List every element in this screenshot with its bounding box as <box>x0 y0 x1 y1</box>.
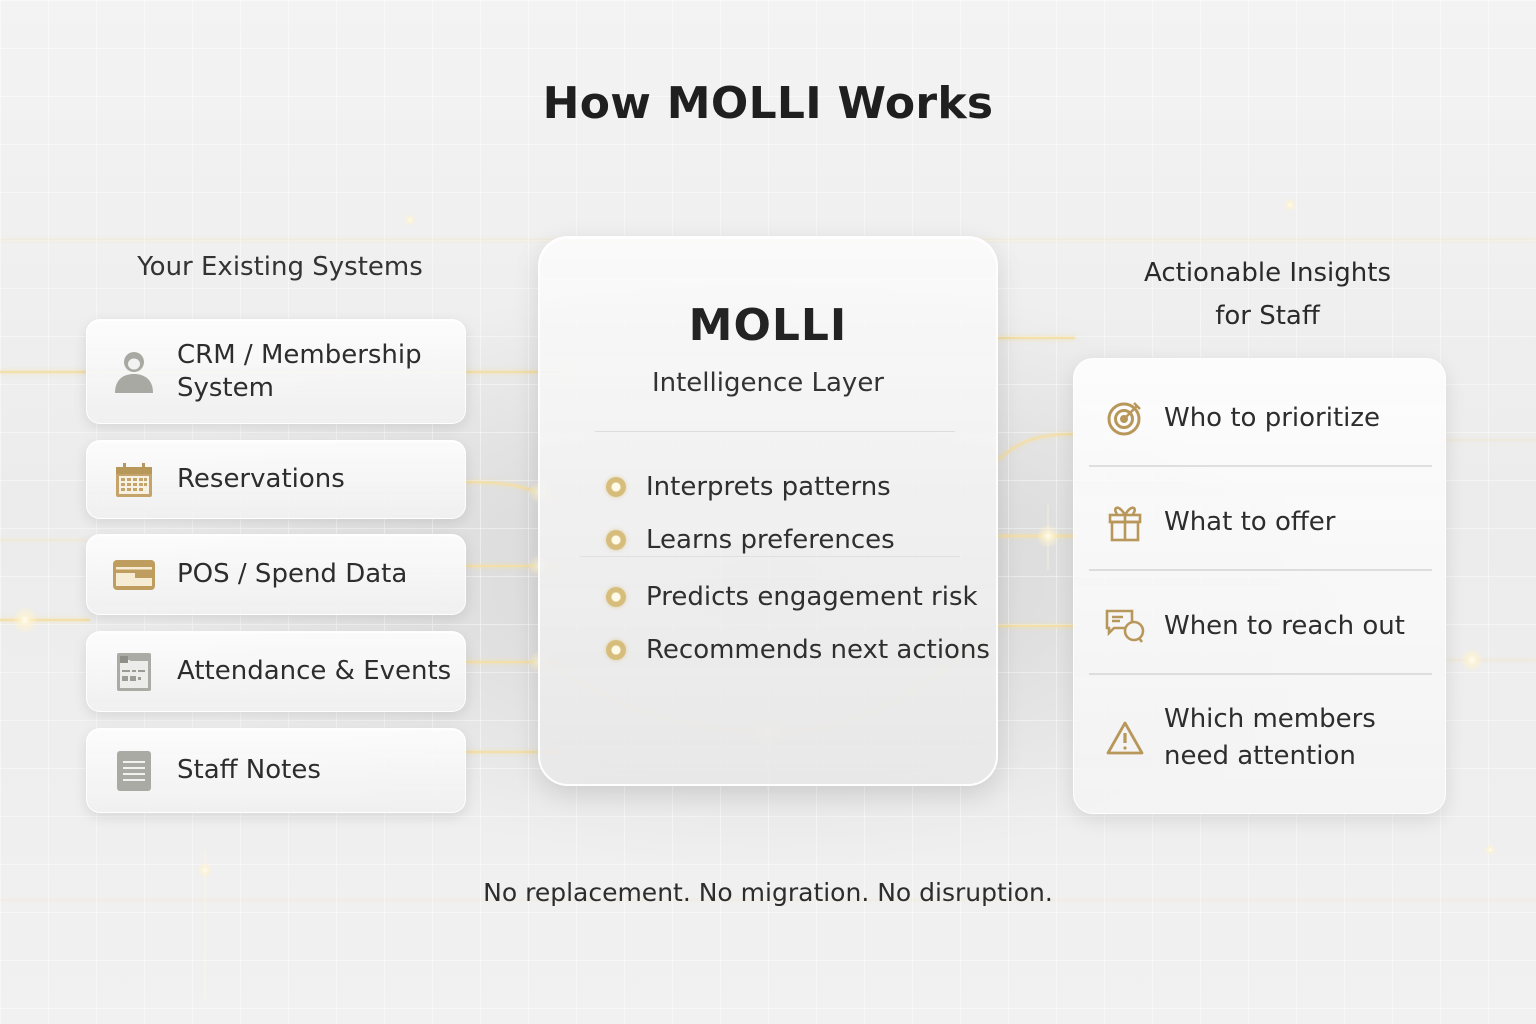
source-card-reservations: Reservations <box>86 440 466 519</box>
credit-card-icon <box>113 554 155 596</box>
calendar-icon <box>113 459 155 501</box>
insight-item-prioritize: Who to prioritize <box>1074 397 1445 439</box>
bullet-dot-icon <box>606 529 626 550</box>
insights-card: Who to prioritize What to offer When to … <box>1073 358 1446 814</box>
existing-systems-heading: Your Existing Systems <box>137 252 423 282</box>
divider <box>1089 465 1432 467</box>
footer-tagline: No replacement. No migration. No disrupt… <box>483 878 1053 907</box>
bullet-dot-icon <box>606 586 626 607</box>
insight-item-attention: Which members need attention <box>1074 701 1445 775</box>
notes-icon <box>113 750 155 792</box>
capability-item: Predicts engagement risk <box>606 570 990 623</box>
divider <box>595 431 955 432</box>
molli-intelligence-card: MOLLI Intelligence Layer Interprets patt… <box>538 236 998 786</box>
source-card-staff-notes: Staff Notes <box>86 728 466 813</box>
divider <box>1089 569 1432 571</box>
page-title: How MOLLI Works <box>542 78 994 129</box>
gift-icon <box>1104 501 1146 543</box>
molli-tagline: Intelligence Layer <box>651 368 885 398</box>
capability-list: Interprets patterns Learns preferences P… <box>606 460 990 676</box>
source-label: Reservations <box>177 464 345 494</box>
capability-item: Recommends next actions <box>606 623 990 676</box>
chat-bubbles-icon <box>1104 605 1146 647</box>
capability-item: Interprets patterns <box>606 460 990 513</box>
warning-icon <box>1104 717 1146 759</box>
source-label: Attendance & Events <box>177 656 452 686</box>
target-icon <box>1104 397 1146 439</box>
source-card-pos: POS / Spend Data <box>86 534 466 615</box>
molli-name: MOLLI <box>688 300 848 351</box>
source-card-attendance: Attendance & Events <box>86 631 466 712</box>
source-label: Staff Notes <box>177 755 321 785</box>
source-card-crm: CRM / Membership System <box>86 319 466 424</box>
capability-item: Learns preferences <box>606 513 990 566</box>
source-label: POS / Spend Data <box>177 559 408 589</box>
divider <box>1089 673 1432 675</box>
bullet-dot-icon <box>606 639 626 660</box>
event-board-icon <box>113 651 155 693</box>
divider <box>580 556 960 557</box>
actionable-insights-heading: Actionable Insights for Staff <box>1144 258 1391 331</box>
source-label: CRM / Membership System <box>177 339 422 403</box>
insight-item-reach-out: When to reach out <box>1074 605 1445 647</box>
insight-item-offer: What to offer <box>1074 501 1445 543</box>
user-icon <box>113 351 155 393</box>
bullet-dot-icon <box>606 476 626 497</box>
